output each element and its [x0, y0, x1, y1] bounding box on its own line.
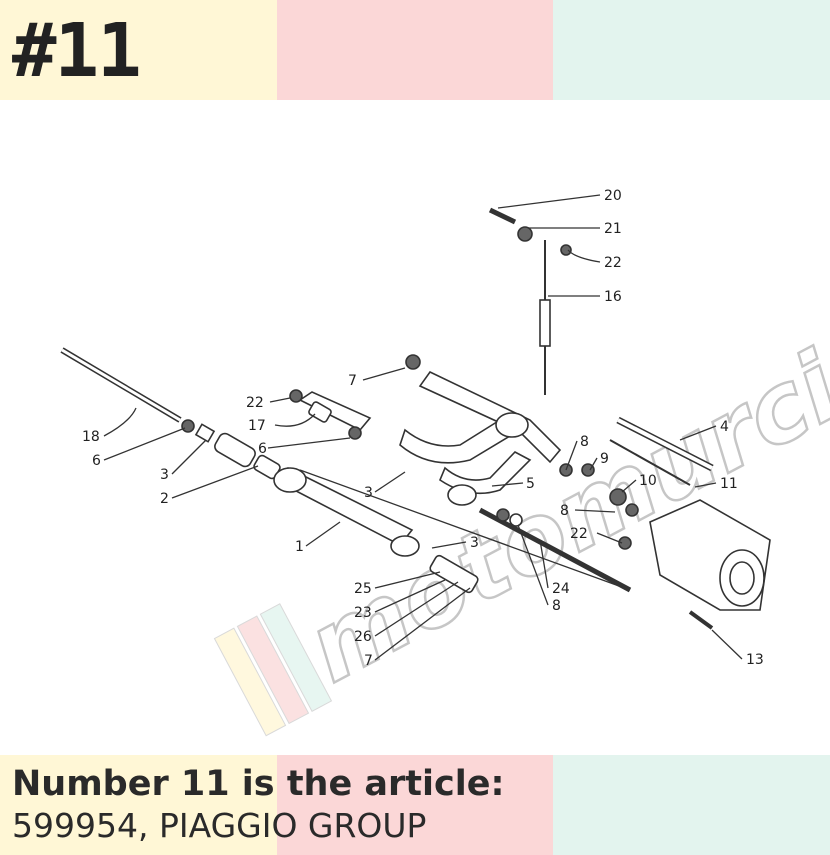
- article-number: 599954, PIAGGIO GROUP: [12, 806, 427, 845]
- callout-7: 7: [348, 373, 357, 389]
- callout-7: 7: [364, 653, 373, 669]
- swing-arm: [214, 370, 562, 506]
- article-caption: Number 11 is the article:: [12, 764, 505, 804]
- callout-24: 24: [552, 581, 570, 597]
- callout-2: 2: [160, 491, 169, 507]
- callout-9: 9: [600, 451, 609, 467]
- callout-16: 16: [604, 289, 622, 305]
- bottom-color-band: [0, 755, 830, 855]
- shaft-1: [273, 467, 479, 594]
- callout-1: 1: [295, 539, 304, 555]
- callout-13: 13: [746, 652, 764, 668]
- rod-18: [60, 347, 216, 443]
- callout-5: 5: [526, 476, 535, 492]
- callout-10: 10: [639, 473, 657, 489]
- callout-6: 6: [92, 453, 101, 469]
- rod-4: [609, 416, 714, 486]
- callout-3: 3: [364, 485, 373, 501]
- callout-6: 6: [258, 441, 267, 457]
- callout-11: 11: [720, 476, 738, 492]
- exploded-parts-diagram: motomurcia: [60, 188, 830, 737]
- callout-3: 3: [470, 535, 479, 551]
- callout-3: 3: [160, 467, 169, 483]
- callout-17: 17: [248, 418, 266, 434]
- callout-25: 25: [354, 581, 372, 597]
- callout-21: 21: [604, 221, 622, 237]
- callout-22: 22: [570, 526, 588, 542]
- callout-8: 8: [560, 503, 569, 519]
- callout-4: 4: [720, 419, 729, 435]
- callout-8: 8: [580, 434, 589, 450]
- callout-26: 26: [354, 629, 372, 645]
- callout-8: 8: [552, 598, 561, 614]
- top-color-band: [0, 0, 830, 100]
- bolt-20: [488, 207, 572, 395]
- cover-11: [609, 488, 771, 611]
- callout-22: 22: [604, 255, 622, 271]
- callout-23: 23: [354, 605, 372, 621]
- callout-18: 18: [82, 429, 100, 445]
- part-number-heading: #11: [12, 8, 142, 94]
- callout-22: 22: [246, 395, 264, 411]
- callout-20: 20: [604, 188, 622, 204]
